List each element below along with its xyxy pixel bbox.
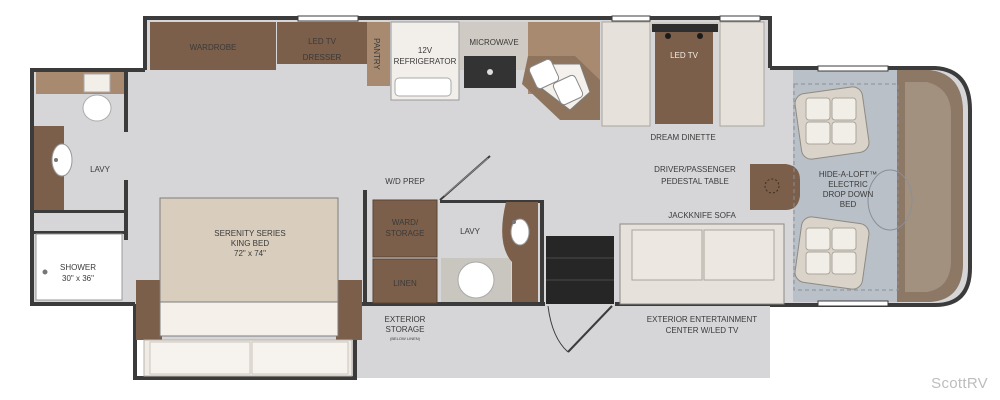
exterior-storage-label: EXTERIOR STORAGE (BELOW LINEN) xyxy=(385,315,426,341)
wardrobe[interactable]: WARDROBE xyxy=(150,22,276,70)
refrigerator[interactable]: 12V REFRIGERATOR xyxy=(390,21,460,101)
mid-lavy-label: LAVY xyxy=(460,227,481,236)
svg-text:KING BED: KING BED xyxy=(231,239,269,248)
top-windows xyxy=(297,15,889,307)
svg-text:STORAGE: STORAGE xyxy=(386,325,425,334)
svg-text:SERENITY SERIES: SERENITY SERIES xyxy=(214,229,285,238)
svg-text:WARD/: WARD/ xyxy=(392,218,419,227)
svg-text:72" x 74": 72" x 74" xyxy=(234,249,266,258)
mid-lavy-counter[interactable] xyxy=(502,202,538,302)
svg-text:EXTERIOR ENTERTAINMENT: EXTERIOR ENTERTAINMENT xyxy=(647,315,757,324)
svg-text:CENTER W/LED TV: CENTER W/LED TV xyxy=(666,326,739,335)
svg-text:WARDROBE: WARDROBE xyxy=(190,43,237,52)
double-sink[interactable] xyxy=(528,58,591,111)
svg-text:LINEN: LINEN xyxy=(393,279,417,288)
svg-text:LED TV: LED TV xyxy=(308,37,337,46)
svg-text:DRESSER: DRESSER xyxy=(303,53,342,62)
sliding-door[interactable] xyxy=(439,155,491,201)
svg-text:DROP DOWN: DROP DOWN xyxy=(823,190,874,199)
pedestal-table[interactable] xyxy=(750,164,800,210)
entry-steps[interactable] xyxy=(546,236,614,304)
linen-cabinet[interactable]: LINEN xyxy=(372,258,438,304)
passenger-seat[interactable] xyxy=(794,86,871,161)
svg-text:30" x 36": 30" x 36" xyxy=(62,274,94,283)
king-bed[interactable]: SERENITY SERIES KING BED 72" x 74" xyxy=(159,197,339,337)
interior-walls xyxy=(363,190,544,306)
microwave[interactable]: MICROWAVE xyxy=(460,22,528,88)
svg-text:EXTERIOR: EXTERIOR xyxy=(385,315,426,324)
pedestal-label-2: PEDESTAL TABLE xyxy=(661,177,729,186)
rear-toilet[interactable] xyxy=(36,72,126,122)
svg-text:STORAGE: STORAGE xyxy=(386,229,425,238)
rear-lavy-counter[interactable] xyxy=(34,126,73,210)
wd-prep-label: W/D PREP xyxy=(385,177,425,186)
shower[interactable]: SHOWER 30" x 36" xyxy=(35,233,123,301)
svg-text:BED: BED xyxy=(840,200,857,209)
driver-seat[interactable] xyxy=(794,216,871,291)
led-tv-dresser[interactable]: LED TV DRESSER xyxy=(277,22,367,64)
hide-a-loft-label: HIDE-A-LOFT™ ELECTRIC DROP DOWN BED xyxy=(819,170,877,209)
loft-bed-outline xyxy=(793,83,899,291)
steering-wheel-area xyxy=(867,169,913,231)
watermark: ScottRV xyxy=(931,375,988,392)
svg-text:12V: 12V xyxy=(418,46,433,55)
dream-dinette[interactable] xyxy=(601,21,765,127)
jackknife-sofa[interactable] xyxy=(619,223,785,305)
pedestal-label-1: DRIVER/PASSENGER xyxy=(654,165,736,174)
bedroom-slideout xyxy=(136,280,362,377)
bath-partition xyxy=(32,70,128,240)
rear-lavy-label: LAVY xyxy=(90,165,111,174)
svg-text:ELECTRIC: ELECTRIC xyxy=(828,180,868,189)
dinette-led-tv: LED TV xyxy=(652,24,718,60)
jackknife-sofa-label: JACKKNIFE SOFA xyxy=(668,211,736,220)
mid-toilet[interactable] xyxy=(441,258,511,302)
svg-text:LED TV: LED TV xyxy=(670,51,699,60)
exterior-entertainment-label: EXTERIOR ENTERTAINMENT CENTER W/LED TV xyxy=(647,315,757,335)
svg-text:SHOWER: SHOWER xyxy=(60,263,96,272)
svg-text:MICROWAVE: MICROWAVE xyxy=(469,38,518,47)
ward-storage[interactable]: WARD/ STORAGE xyxy=(372,199,438,258)
dream-dinette-label: DREAM DINETTE xyxy=(650,133,715,142)
svg-text:REFRIGERATOR: REFRIGERATOR xyxy=(394,57,457,66)
pantry[interactable]: PANTRY xyxy=(367,22,390,86)
svg-text:PANTRY: PANTRY xyxy=(372,38,381,70)
svg-text:(BELOW LINEN): (BELOW LINEN) xyxy=(390,336,421,341)
entry-door[interactable] xyxy=(547,305,613,353)
svg-text:HIDE-A-LOFT™: HIDE-A-LOFT™ xyxy=(819,170,877,179)
